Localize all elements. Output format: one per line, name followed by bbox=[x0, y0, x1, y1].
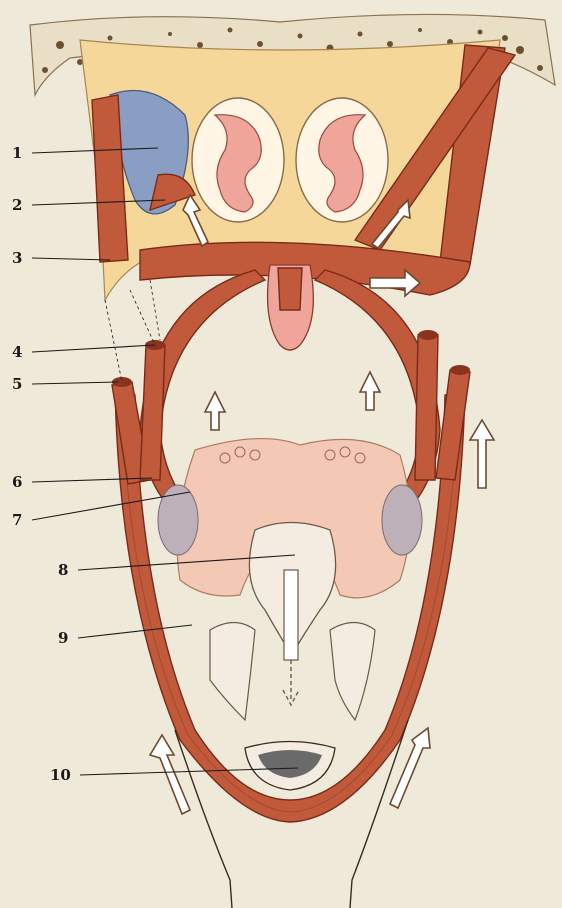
callout-6: 6 bbox=[12, 473, 22, 491]
cut-end-right-a bbox=[418, 330, 438, 340]
callout-10: 10 bbox=[50, 766, 71, 784]
callout-1: 1 bbox=[12, 144, 22, 162]
palatine-tonsil-right bbox=[382, 485, 422, 555]
salpingopharyngeus-right bbox=[415, 335, 438, 480]
palatine-tonsil-left bbox=[158, 485, 198, 555]
callout-3: 3 bbox=[12, 249, 22, 267]
callout-8: 8 bbox=[58, 561, 68, 579]
callout-4: 4 bbox=[12, 343, 22, 361]
choana-right bbox=[296, 98, 388, 222]
choana-left bbox=[192, 98, 284, 222]
callout-5: 5 bbox=[12, 375, 22, 393]
probe-rod bbox=[284, 570, 298, 660]
callout-9: 9 bbox=[58, 629, 68, 647]
callout-2: 2 bbox=[12, 196, 22, 214]
uvula-muscle bbox=[278, 268, 302, 310]
callout-7: 7 bbox=[12, 511, 22, 529]
cut-end-right-b bbox=[450, 365, 470, 375]
